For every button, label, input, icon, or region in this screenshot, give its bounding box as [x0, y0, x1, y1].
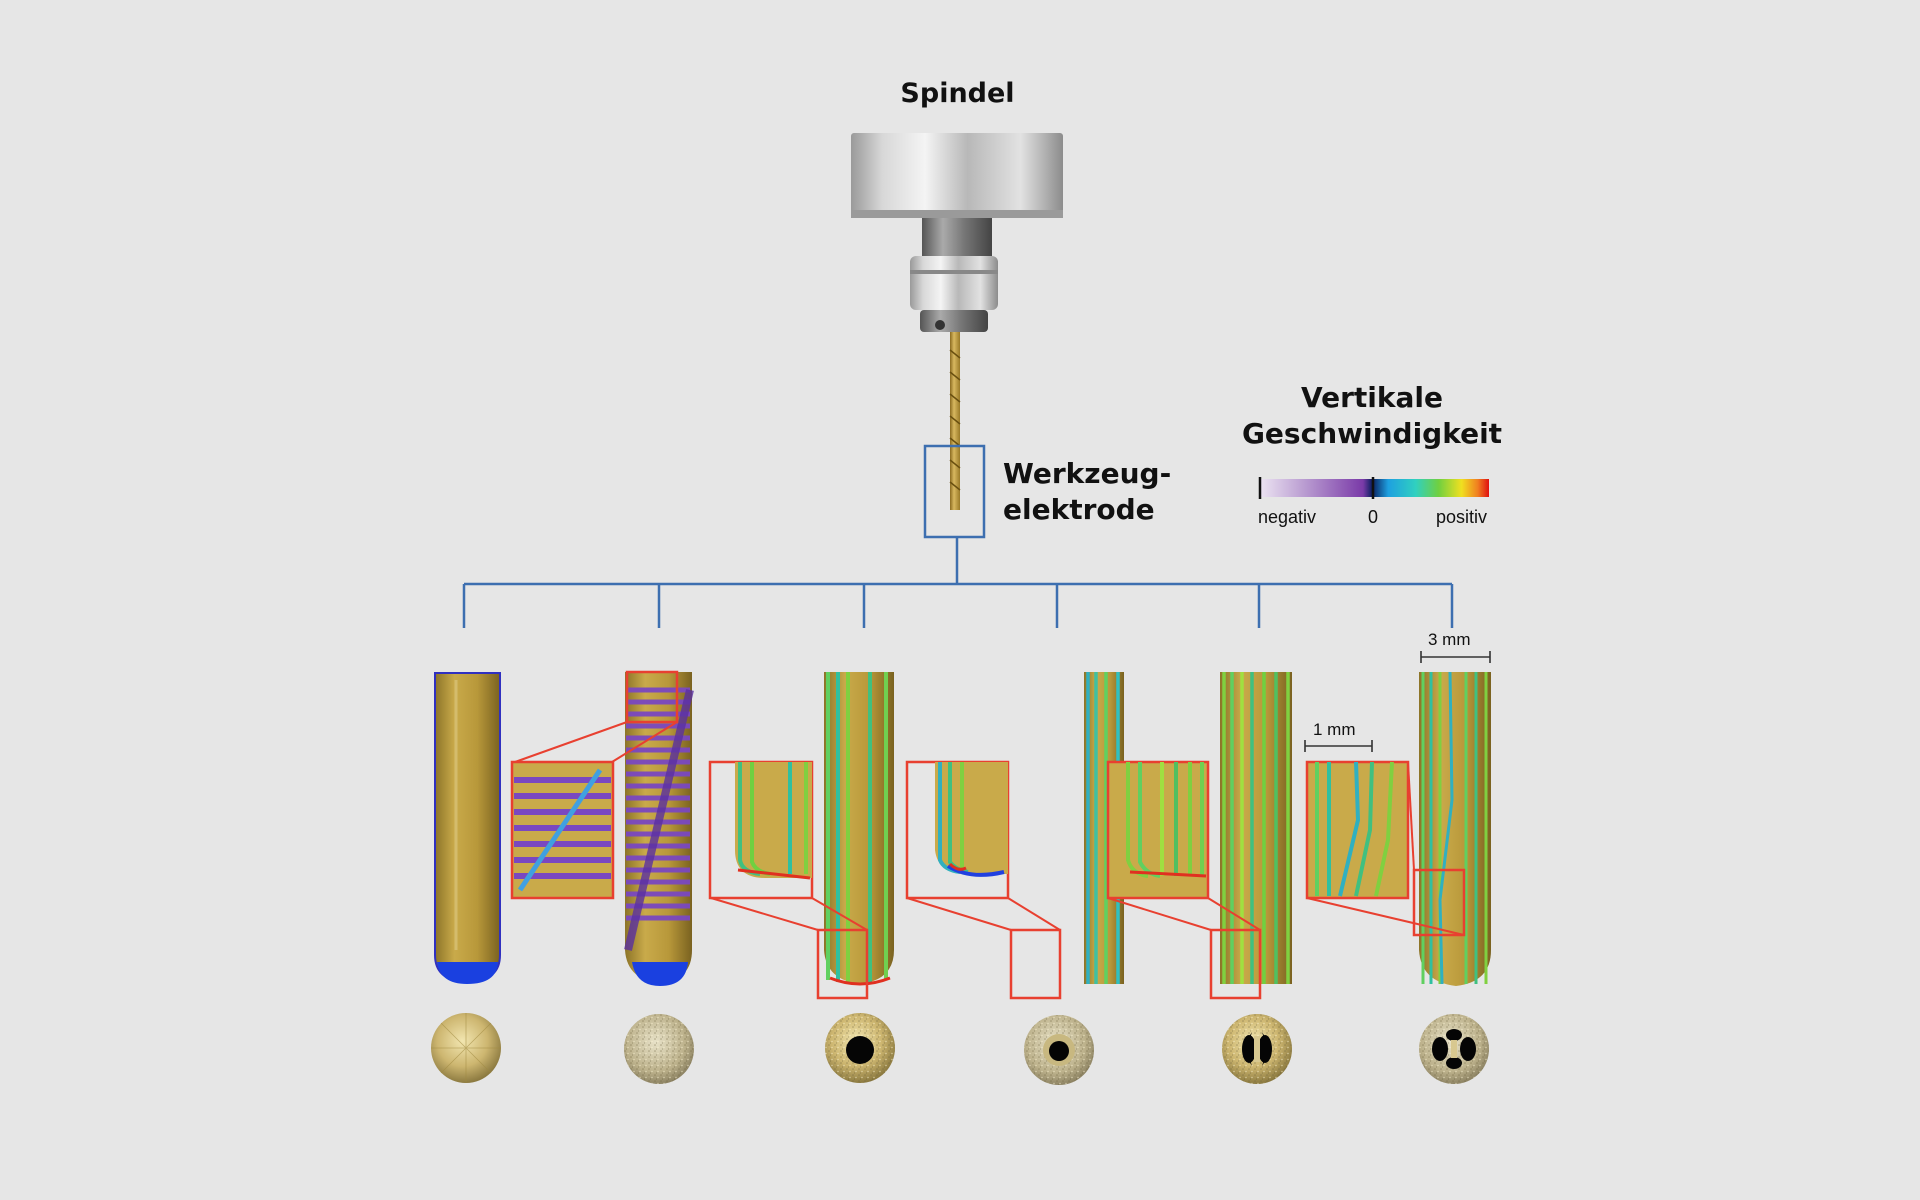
- solid-cross-section-icon: [431, 1013, 501, 1083]
- tool-electrode-label-line2: elektrode: [1003, 493, 1155, 526]
- legend-title-line1: Vertikale: [1300, 381, 1444, 414]
- single-bore-cross-section-icon: [825, 1013, 895, 1083]
- tool-electrode-label: Werkzeug- elektrode: [1003, 456, 1171, 528]
- single-channel-electrode-icon: [708, 672, 894, 1000]
- single-channel-small-electrode-icon: [905, 760, 1062, 1000]
- rough-cross-section-icon: [624, 1014, 694, 1084]
- multi-channel-electrode-icon: [1305, 671, 1491, 986]
- scale-bar-1mm: [1304, 740, 1373, 752]
- spiral-flow-electrode-icon: [510, 670, 694, 986]
- spindle-label: Spindel: [900, 78, 1015, 109]
- double-bore-cross-section-icon: [1222, 1014, 1292, 1084]
- velocity-color-scale: [1258, 477, 1489, 499]
- scale-bar-3mm-label: 3 mm: [1428, 630, 1471, 649]
- legend-tick-positive: positiv: [1436, 507, 1488, 527]
- double-channel-electrode-icon: [1084, 672, 1292, 1000]
- solid-electrode-icon: [434, 672, 501, 984]
- scale-bar-1mm-label: 1 mm: [1313, 720, 1356, 739]
- legend-tick-zero: 0: [1368, 507, 1379, 527]
- legend-title-line2: Geschwindigkeit: [1241, 417, 1503, 450]
- small-bore-cross-section-icon: [1024, 1015, 1094, 1085]
- variant-connector-tree: [462, 537, 1454, 628]
- scale-bar-3mm: [1420, 651, 1491, 663]
- tool-electrode-icon: [923, 332, 986, 539]
- legend-tick-negative: negativ: [1258, 507, 1317, 527]
- legend-title: Vertikale Geschwindigkeit: [1220, 380, 1524, 452]
- tool-electrode-label-line1: Werkzeug-: [1003, 457, 1172, 490]
- spindle-icon: [851, 133, 1063, 332]
- multi-bore-cross-section-icon: [1419, 1014, 1489, 1084]
- tool-electrode-highlight-box: [923, 444, 986, 539]
